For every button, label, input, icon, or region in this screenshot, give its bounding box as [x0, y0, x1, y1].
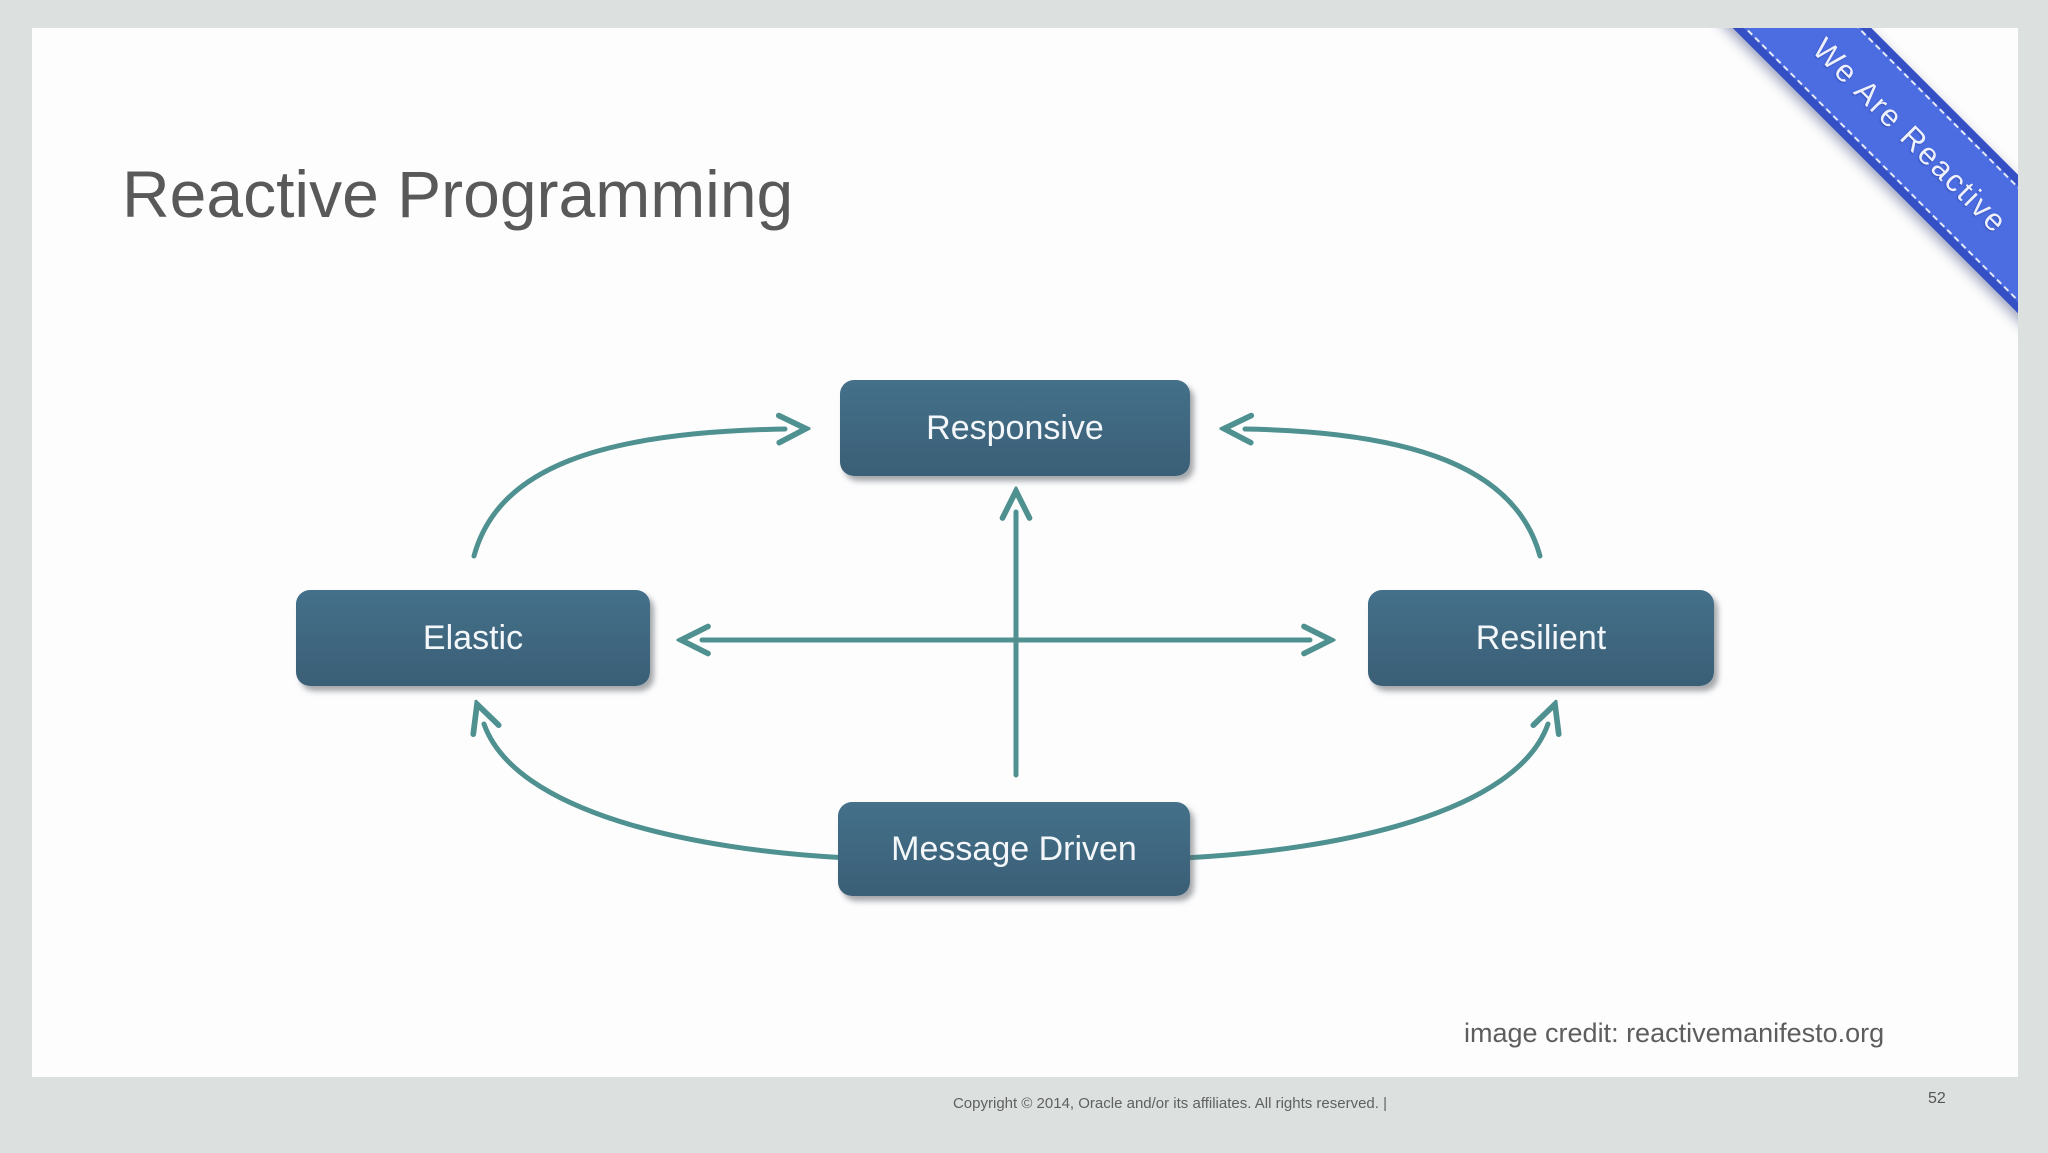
- slide-page-number: 52: [1928, 1090, 1946, 1107]
- node-message-driven-label: Message Driven: [891, 829, 1137, 868]
- node-elastic: Elastic: [296, 590, 650, 686]
- node-responsive-label: Responsive: [926, 408, 1104, 447]
- slide-title: Reactive Programming: [122, 157, 794, 231]
- image-credit-text: image credit: reactivemanifesto.org: [1464, 1018, 1885, 1048]
- node-responsive: Responsive: [840, 380, 1190, 476]
- node-elastic-label: Elastic: [422, 618, 524, 657]
- node-resilient: Resilient: [1368, 590, 1714, 686]
- presentation-slide: Reactive Programming image credit: react…: [32, 28, 2018, 1077]
- copyright-notice: Copyright © 2014, Oracle and/or its affi…: [952, 1095, 1388, 1112]
- node-resilient-label: Resilient: [1475, 618, 1607, 657]
- node-message-driven: Message Driven: [838, 802, 1190, 896]
